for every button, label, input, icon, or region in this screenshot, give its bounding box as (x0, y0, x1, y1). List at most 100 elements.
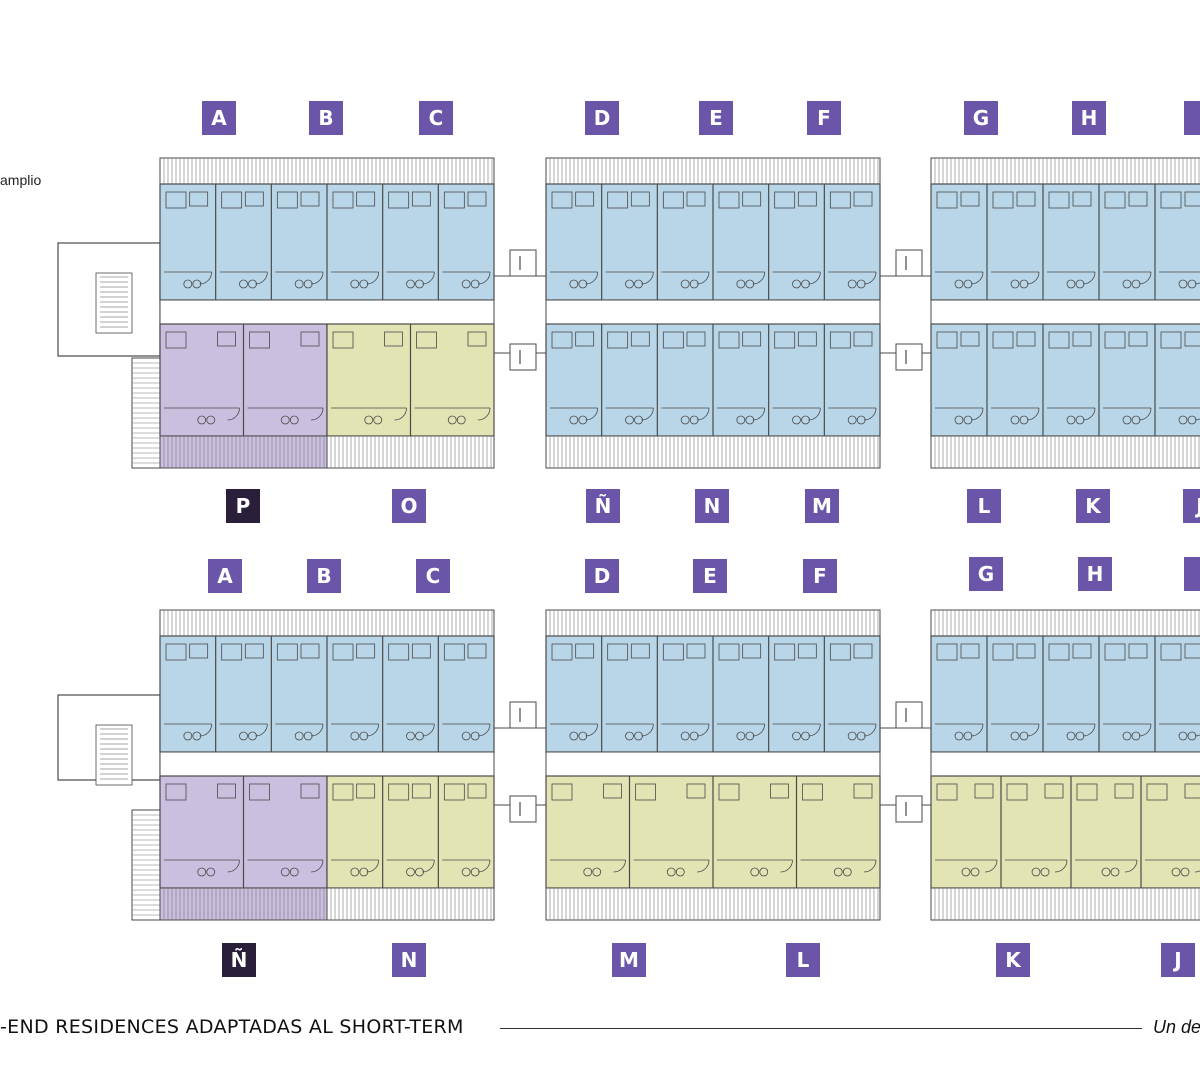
units-south-unit-0-door (984, 859, 998, 873)
units-north-unit-0-table (960, 643, 980, 659)
units-north-unit-0-fixture (569, 731, 579, 741)
side-note: amplio (0, 172, 42, 188)
units-south-unit-1-bed (607, 331, 629, 349)
units-south-unit-0-fixture (197, 867, 207, 877)
units-north-unit-1-door (1026, 271, 1040, 285)
units-south-unit-0-bed (332, 331, 354, 349)
units-south-unit-1-fixture (447, 415, 457, 425)
units-south-unit-2-fixture (759, 867, 769, 877)
units-south-unit-0-table (217, 331, 236, 347)
units-south-unit-1-door (310, 859, 324, 873)
units-north-unit-1-fixture (1010, 279, 1020, 289)
units-south-unit-0-fixture (583, 867, 593, 877)
units-south-unit-1-door (422, 859, 435, 873)
units-south-unit-2-table (1114, 783, 1134, 799)
units-north-unit-3-door (1138, 723, 1152, 737)
unit-label-f2-top-4: E (693, 559, 727, 593)
units-north-unit-4-bed (774, 643, 796, 661)
elevator-south (509, 795, 537, 823)
units-north-unit-0-door (585, 271, 599, 285)
units-south-unit-0-door (227, 407, 240, 421)
units-north-unit-4-table (797, 191, 817, 207)
units-north-unit-5-fixture (847, 279, 857, 289)
units-south-unit-3-door (752, 407, 766, 421)
units-south-unit-1-bed (1006, 783, 1028, 801)
units-north-unit-5-fixture (461, 731, 471, 741)
unit-label-f1-bottom-1: O (392, 489, 426, 523)
unit-label-f2-top-6: G (969, 557, 1003, 591)
units-north-unit-1-fixture (1010, 731, 1020, 741)
unit-label-f2-top-edge (1184, 557, 1200, 591)
units-north-unit-2-bed (276, 643, 298, 661)
units-north-unit-0-bed (165, 643, 187, 661)
units-north-unit-3-door (366, 723, 380, 737)
unit-label-f1-top-4: E (699, 101, 733, 135)
units-north-unit-3-door (366, 271, 380, 285)
units-south-unit-2-bed (443, 783, 465, 801)
units-south-unit-2-door (477, 859, 491, 873)
units-south-unit-1-bed (992, 331, 1014, 349)
units-north-unit-3-fixture (736, 279, 746, 289)
units-south-unit-1-table (1044, 783, 1064, 799)
units-south-unit-0-door (613, 859, 626, 873)
units-north-unit-0-bed (165, 191, 187, 209)
units-south-unit-0-bed (936, 331, 958, 349)
corridor (930, 299, 1200, 325)
units-south-unit-0-fixture (206, 867, 216, 877)
units-south-unit-1-bed (249, 331, 270, 349)
units-north-unit-3-table (742, 191, 762, 207)
units-north-unit-0-door (970, 723, 984, 737)
balcony-bottom (159, 887, 328, 921)
unit-label-f1-bottom-0: P (226, 489, 260, 523)
units-south-unit-0-fixture (350, 867, 360, 877)
balcony-bottom (545, 887, 881, 921)
units-north-unit-3-table (742, 643, 762, 659)
units-south-unit-2-fixture (461, 867, 471, 877)
units-south-unit-3-fixture (1180, 867, 1190, 877)
units-north-unit-2-fixture (1066, 731, 1076, 741)
units-north-unit-2-table (1072, 643, 1092, 659)
units-north-unit-3-table (356, 643, 376, 659)
units-north-unit-2-door (1082, 271, 1096, 285)
units-north-unit-0-fixture (183, 731, 193, 741)
units-south-unit-2-table (1072, 331, 1092, 347)
units-south-unit-1-table (467, 331, 487, 347)
units-north-unit-4-door (422, 723, 435, 737)
units-north-unit-5-table (853, 191, 873, 207)
units-north-unit-4-fixture (792, 731, 801, 741)
units-south-unit-0-table (974, 783, 994, 799)
units-north-unit-3-fixture (350, 731, 360, 741)
units-south-unit-5-bed (829, 331, 851, 349)
units-south-unit-1-fixture (406, 867, 415, 877)
units-south-unit-2-fixture (680, 415, 690, 425)
units-north-unit-1-door (1026, 723, 1040, 737)
units-south-unit-4-table (1184, 331, 1200, 347)
units-north-unit-0-door (585, 723, 599, 737)
units-north-unit-4-bed (774, 191, 796, 209)
units-north-unit-2-bed (1048, 191, 1070, 209)
units-south-unit-2-bed (718, 783, 740, 801)
units-north-unit-2-fixture (680, 731, 690, 741)
units-south-unit-2-bed (1048, 331, 1070, 349)
units-south-unit-2-bed (1076, 783, 1098, 801)
unit-label-f1-bottom-7: J (1183, 489, 1200, 523)
units-south (326, 775, 495, 889)
units-north-unit-3-fixture (1122, 731, 1132, 741)
units-south-unit-1-table (1016, 331, 1036, 347)
units-north-unit-5-table (853, 643, 873, 659)
units-north-unit-1-bed (607, 191, 629, 209)
corridor (930, 751, 1200, 777)
units-south-unit-1-door (641, 407, 654, 421)
units-north-unit-2-fixture (1066, 279, 1076, 289)
units-north-unit-5-bed (443, 643, 465, 661)
elevator-south (895, 343, 923, 371)
units-north-unit-1-table (1016, 191, 1036, 207)
units-north-unit-1-fixture (239, 731, 248, 741)
units-south-unit-1-fixture (1040, 867, 1050, 877)
units-north-unit-2-fixture (294, 279, 304, 289)
units-north-unit-1-fixture (625, 279, 634, 289)
units-north-unit-5-door (477, 723, 491, 737)
units-south-unit-1-fixture (1010, 415, 1020, 425)
units-south-unit-3-bed (718, 331, 740, 349)
unit-label-f2-bottom-2: M (612, 943, 646, 977)
